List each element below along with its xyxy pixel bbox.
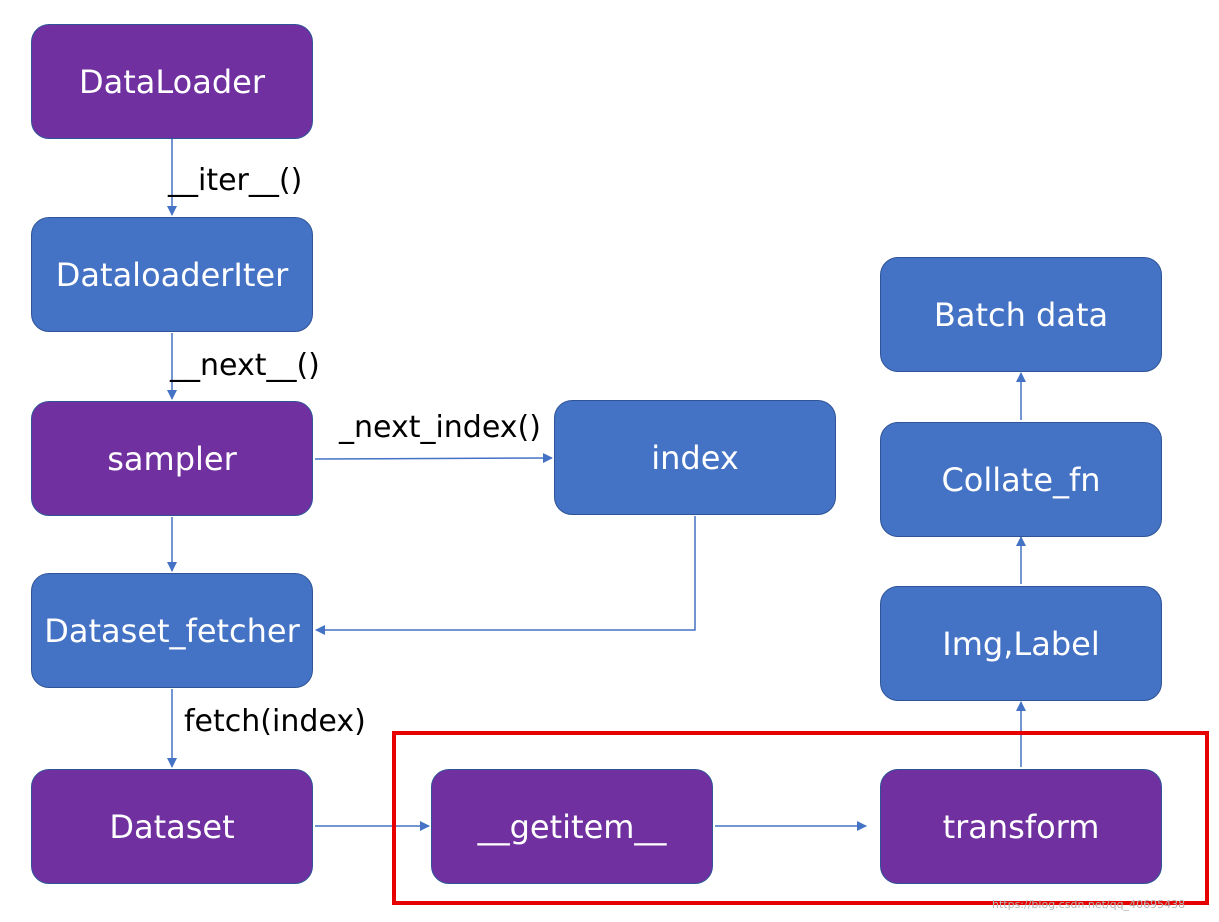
node-dataset-label: Dataset bbox=[109, 807, 235, 846]
edge-label-iter: __iter__() bbox=[168, 163, 303, 198]
node-transform-label: transform bbox=[942, 807, 1100, 846]
edge-label-fetch: fetch(index) bbox=[184, 704, 366, 739]
node-index: index bbox=[554, 400, 836, 515]
node-index-label: index bbox=[651, 438, 739, 477]
node-sampler: sampler bbox=[31, 401, 313, 516]
node-dataloader-iter-label: DataloaderIter bbox=[55, 255, 289, 294]
node-sampler-label: sampler bbox=[107, 439, 237, 478]
node-collate-fn-label: Collate_fn bbox=[941, 460, 1101, 499]
node-getitem-label: __getitem__ bbox=[477, 807, 667, 846]
node-transform: transform bbox=[880, 769, 1162, 884]
node-img-label-label: Img,Label bbox=[942, 624, 1100, 663]
edge-label-next-index: _next_index() bbox=[339, 410, 541, 445]
node-getitem: __getitem__ bbox=[431, 769, 713, 884]
node-dataset-fetcher-label: Dataset_fetcher bbox=[44, 611, 300, 650]
node-dataset: Dataset bbox=[31, 769, 313, 884]
node-batch-data-label: Batch data bbox=[933, 295, 1109, 334]
node-img-label: Img,Label bbox=[880, 586, 1162, 701]
node-dataloader-label: DataLoader bbox=[78, 62, 265, 101]
node-dataset-fetcher: Dataset_fetcher bbox=[31, 573, 313, 688]
highlight-box bbox=[392, 731, 1209, 905]
node-batch-data: Batch data bbox=[880, 257, 1162, 372]
node-dataloader: DataLoader bbox=[31, 24, 313, 139]
arrow-index-to-fetcher bbox=[315, 516, 696, 635]
node-collate-fn: Collate_fn bbox=[880, 422, 1162, 537]
node-dataloader-iter: DataloaderIter bbox=[31, 217, 313, 332]
edge-label-next: __next__() bbox=[170, 348, 320, 383]
arrow-sampler-to-index bbox=[314, 453, 553, 464]
watermark-text: https://blog.csdn.net/qq_40695438 bbox=[992, 898, 1186, 911]
